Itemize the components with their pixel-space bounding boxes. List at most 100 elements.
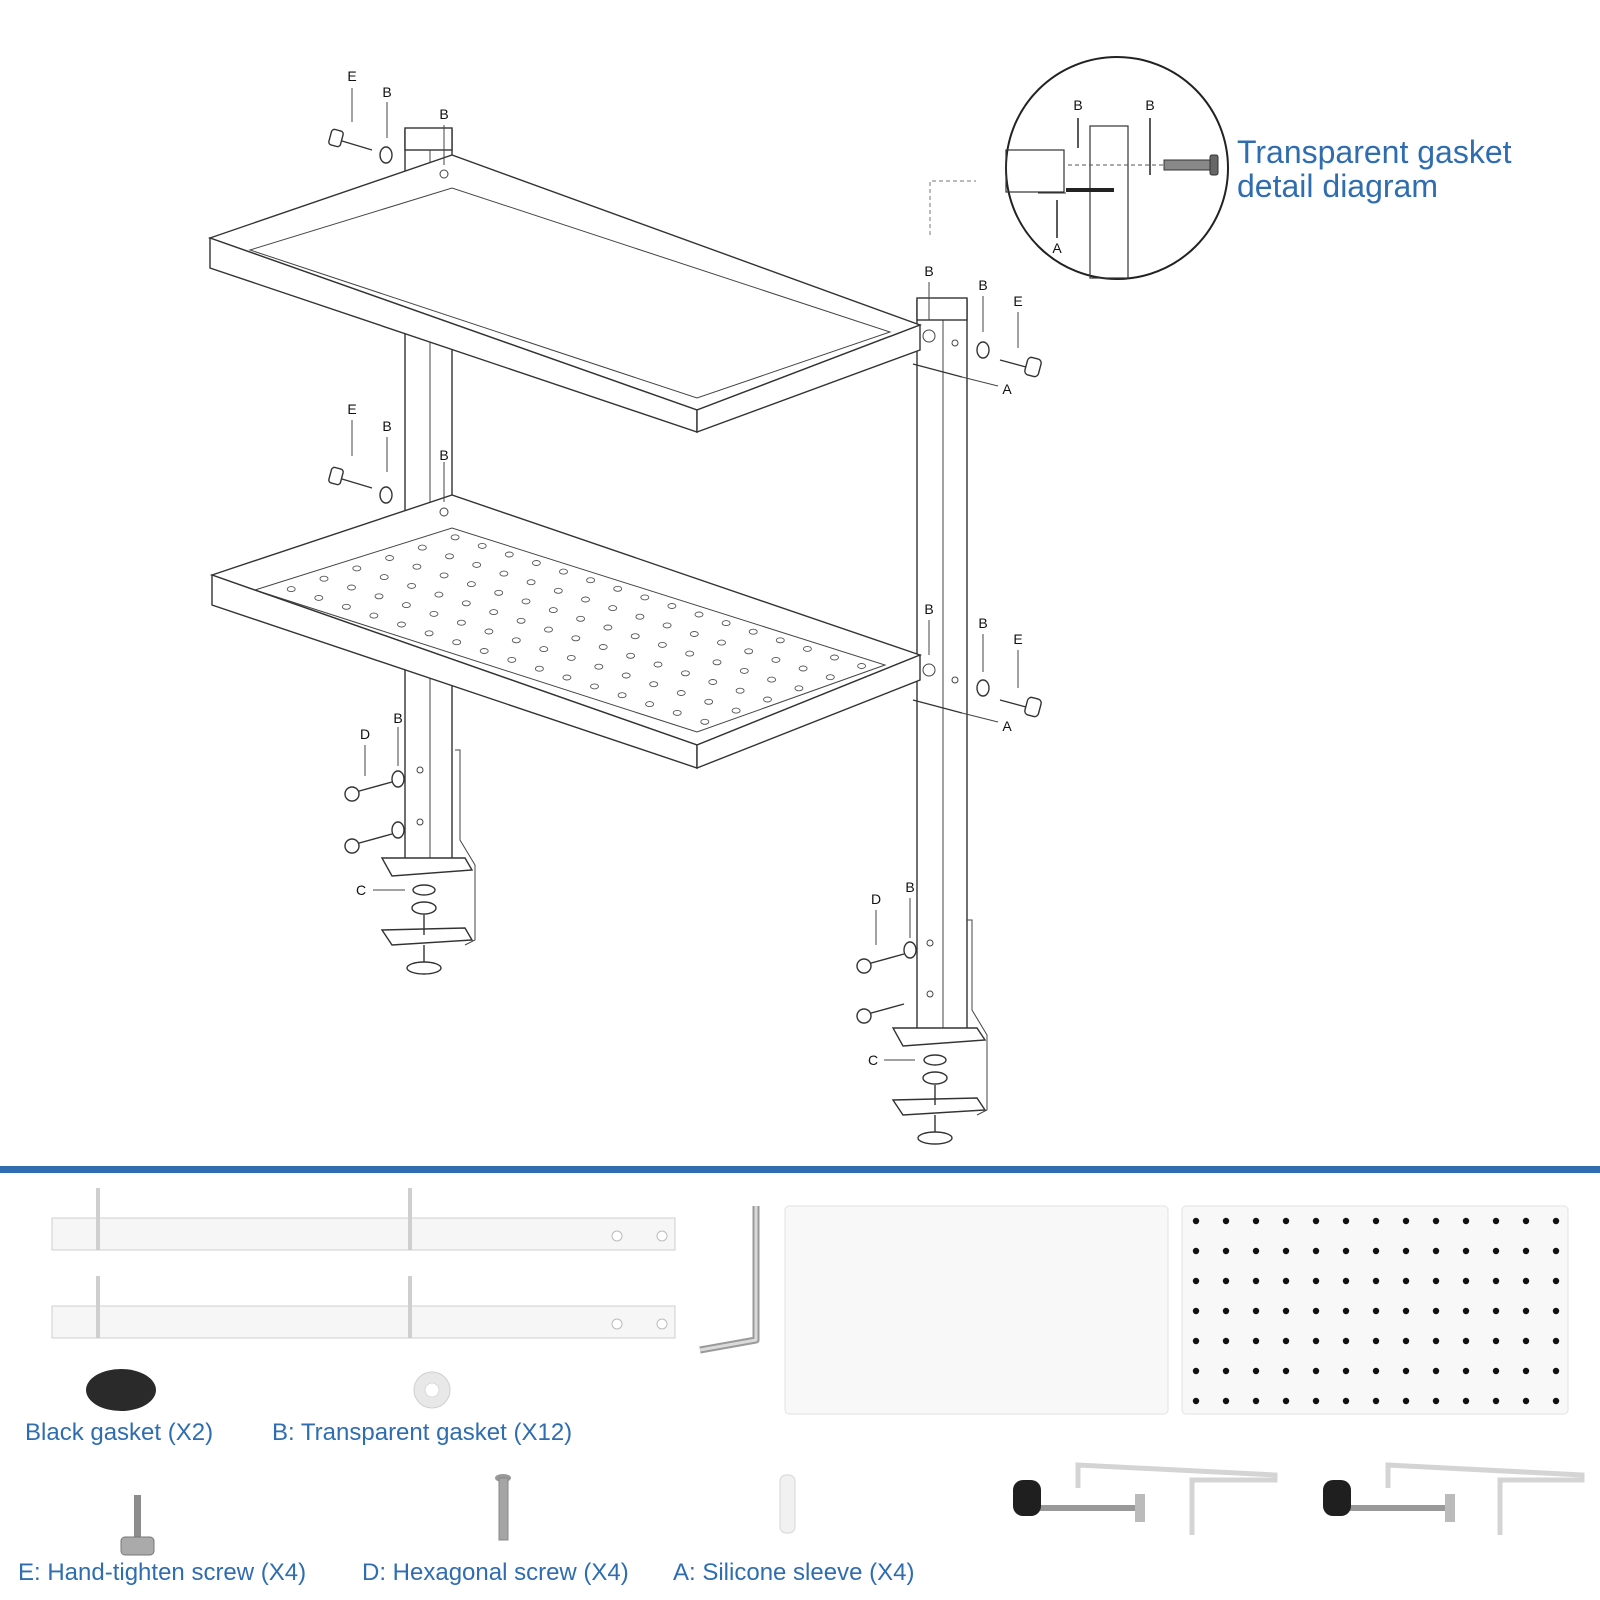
detail-label-b: B	[1073, 97, 1082, 113]
perforation-hole	[667, 603, 677, 609]
perforation-hole	[608, 605, 618, 612]
perforation-hole	[477, 542, 487, 549]
detail-label-a: A	[1052, 240, 1062, 256]
panel-hole	[1522, 1367, 1530, 1375]
perforation-hole	[499, 570, 509, 577]
perforation-hole	[385, 555, 395, 561]
shelf-perforations	[286, 534, 867, 725]
perforation-hole	[621, 672, 631, 679]
rear-clamp	[380, 749, 476, 975]
panel-hole	[1342, 1337, 1350, 1345]
hexagonal-screw-icon	[495, 1474, 511, 1541]
perforation-hole	[581, 596, 590, 603]
label-hexagonal-screw: D: Hexagonal screw (X4)	[362, 1559, 629, 1586]
perforation-hole	[645, 701, 655, 708]
perforation-hole	[452, 639, 462, 646]
callout-e: E	[347, 68, 356, 84]
panel-hole	[1492, 1217, 1500, 1225]
panel-hole	[1252, 1277, 1260, 1285]
panel-hole	[1552, 1337, 1560, 1345]
label-black-gasket: Black gasket (X2)	[25, 1419, 213, 1446]
panel-hole	[1312, 1247, 1320, 1255]
perforation-hole	[676, 690, 686, 696]
panel-hole	[1402, 1247, 1410, 1255]
panel-hole	[1492, 1277, 1500, 1285]
perforation-hole	[598, 644, 608, 650]
perforation-hole	[417, 544, 427, 551]
panel-hole	[1252, 1217, 1260, 1225]
perforation-hole	[649, 681, 659, 688]
perforation-hole	[617, 692, 627, 699]
panel-hole	[1492, 1367, 1500, 1375]
perforation-hole	[489, 609, 499, 616]
perforation-hole	[704, 698, 714, 705]
panel-hole	[1252, 1397, 1260, 1405]
panel-hole	[1432, 1397, 1440, 1405]
upright-bar	[51, 1188, 676, 1251]
rear-post-hex-screws: D B C	[344, 710, 424, 898]
perforation-hole	[553, 587, 563, 594]
perforation-hole	[479, 648, 489, 654]
perforation-hole	[689, 631, 699, 637]
perforation-hole	[700, 718, 710, 725]
perforation-hole	[721, 620, 731, 627]
panel-hole	[1462, 1277, 1470, 1285]
perforation-hole	[466, 581, 476, 588]
panel-hole	[1222, 1247, 1230, 1255]
panel-hole	[1552, 1247, 1560, 1255]
perforation-hole	[794, 685, 804, 692]
lower-rear-fasteners: E B B	[328, 401, 449, 517]
panel-hole	[1402, 1277, 1410, 1285]
perforation-hole	[763, 696, 772, 703]
panel-hole	[1372, 1397, 1380, 1405]
panel-hole	[1312, 1277, 1320, 1285]
callout-e: E	[347, 401, 356, 417]
perforation-hole	[507, 656, 517, 663]
allen-key-icon	[699, 1206, 760, 1354]
label-silicone-sleeve: A: Silicone sleeve (X4)	[673, 1559, 914, 1586]
perforation-hole	[397, 621, 406, 628]
perforation-hole	[640, 594, 650, 601]
upright-bar	[51, 1276, 676, 1339]
panel-hole	[1312, 1367, 1320, 1375]
lower-shelf	[209, 494, 923, 770]
callout-d: D	[360, 726, 370, 742]
perforation-hole	[739, 667, 749, 674]
perforation-hole	[767, 676, 777, 683]
perforation-hole	[352, 565, 362, 572]
lower-front-fasteners: B B E A	[912, 601, 1042, 734]
panel-hole	[1192, 1217, 1200, 1225]
panel-hole	[1402, 1337, 1410, 1345]
callout-b: B	[382, 418, 391, 434]
panel-hole	[1372, 1247, 1380, 1255]
perforation-hole	[712, 659, 722, 666]
panel-hole	[1222, 1307, 1230, 1315]
perforation-hole	[548, 607, 558, 614]
front-post-hex-screws: D B C	[856, 879, 917, 1068]
panel-hole	[1432, 1307, 1440, 1315]
perforation-hole	[504, 551, 514, 558]
perforation-hole	[744, 648, 754, 655]
perforation-hole	[539, 646, 549, 653]
perforation-hole	[653, 661, 663, 668]
perforation-hole	[559, 568, 568, 575]
detail-label-b: B	[1145, 97, 1154, 113]
perforation-hole	[571, 635, 581, 642]
panel-hole	[1462, 1307, 1470, 1315]
perforation-hole	[662, 622, 672, 629]
panel-hole	[1372, 1217, 1380, 1225]
perforation-hole	[379, 574, 389, 581]
perforation-hole	[771, 656, 781, 663]
panel-hole	[1342, 1277, 1350, 1285]
panel-hole	[1402, 1307, 1410, 1315]
perforated-shelf-panel	[1181, 1205, 1569, 1415]
panel-hole	[1522, 1307, 1530, 1315]
panel-hole	[1402, 1217, 1410, 1225]
callout-c: C	[868, 1052, 878, 1068]
perforation-hole	[314, 594, 324, 601]
panel-hole	[1282, 1397, 1290, 1405]
panel-hole	[1462, 1337, 1470, 1345]
perforation-hole	[526, 579, 536, 586]
panel-hole	[1522, 1277, 1530, 1285]
perforation-hole	[401, 602, 411, 609]
